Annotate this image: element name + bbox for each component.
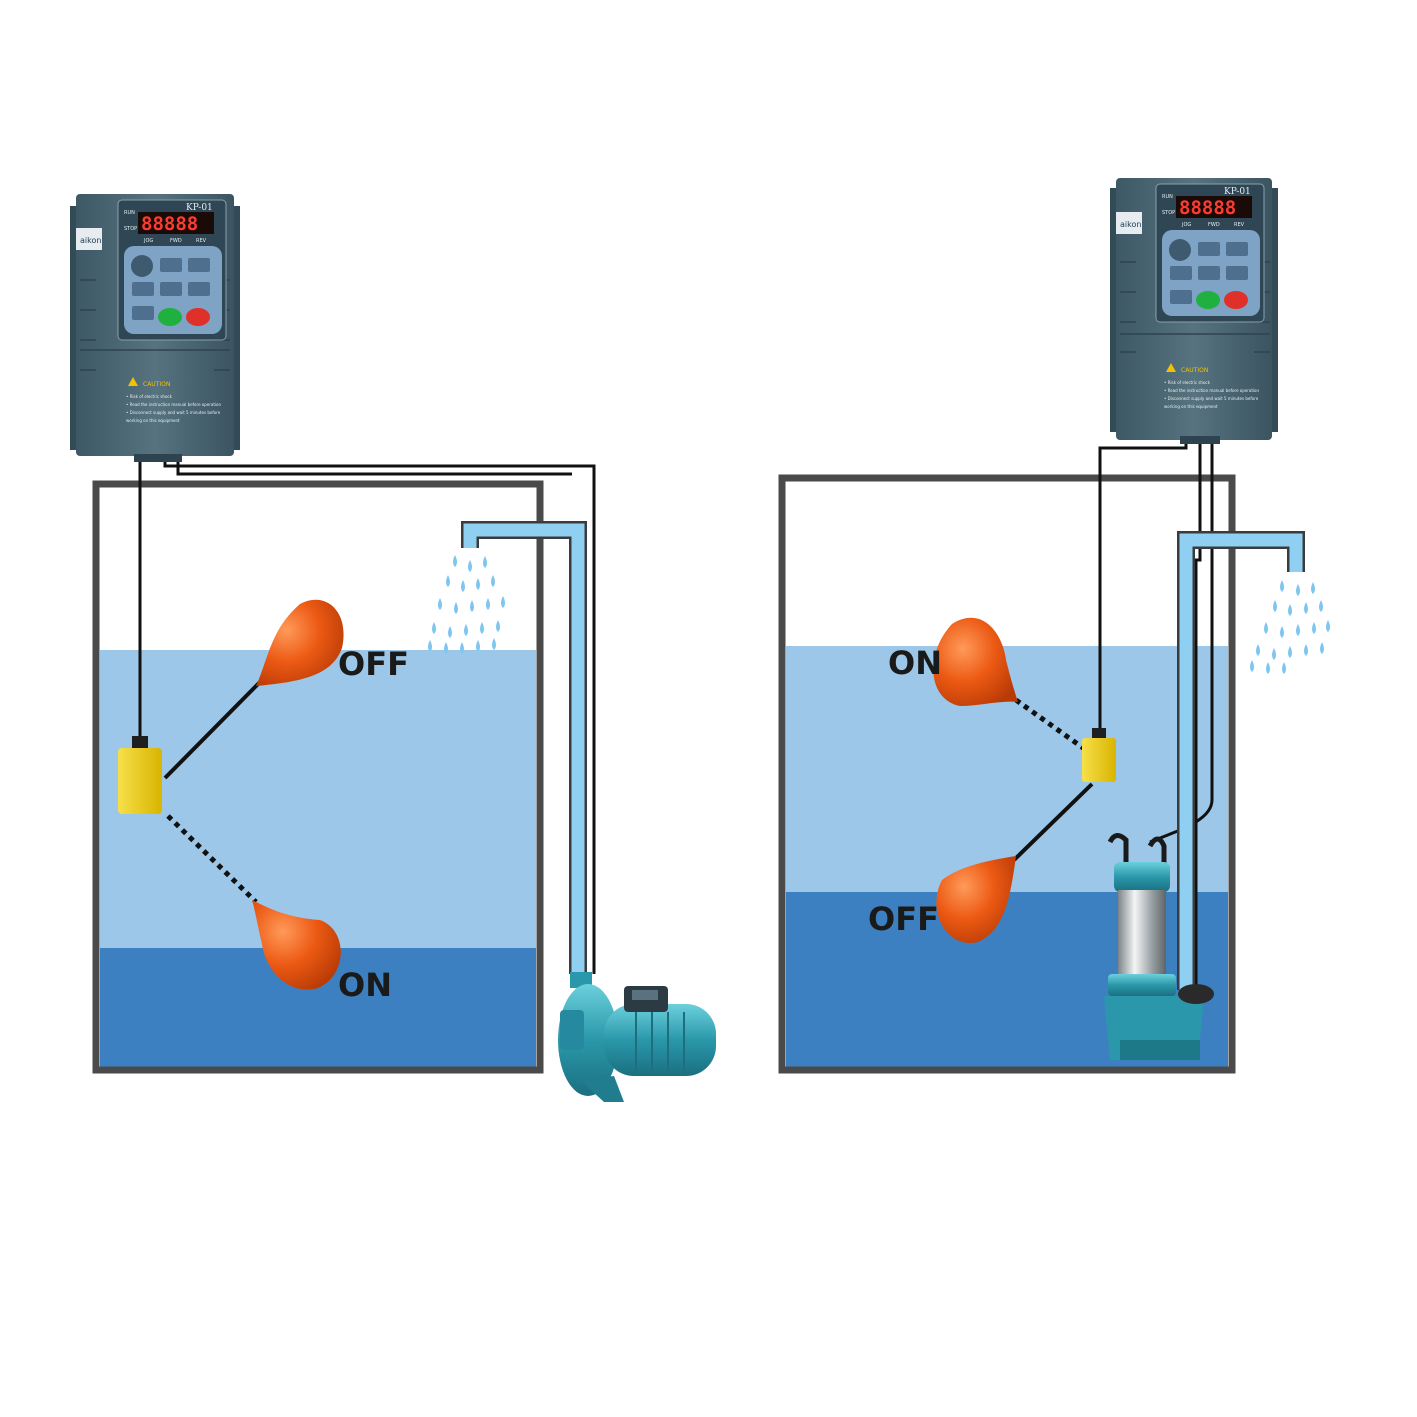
right-vfd-stop-indicator: STOP — [1162, 210, 1175, 216]
left-lower-float-arm — [166, 814, 258, 904]
right-vfd-caution-line-2: • Read the instruction manual before ope… — [1164, 388, 1259, 393]
left-upper-float-arm — [163, 678, 264, 780]
right-vfd-brand: aikon — [1120, 220, 1141, 229]
right-submersible-pump-icon — [1104, 833, 1214, 1060]
left-vfd-stop-indicator: STOP — [124, 226, 137, 232]
right-vfd-display: 88888 — [1179, 197, 1236, 219]
left-lower-float-ball-icon — [252, 900, 341, 990]
right-upper-float-ball-icon — [933, 617, 1018, 706]
left-lower-float-label: ON — [338, 966, 392, 1004]
left-discharge-pipe — [461, 521, 587, 974]
right-lower-float-label: OFF — [868, 900, 939, 938]
left-upper-float-label: OFF — [338, 645, 409, 683]
left-vfd-caution-line-3: • Disconnect supply and wait 5 minutes b… — [126, 410, 221, 415]
left-vfd-model: KP-01 — [186, 203, 213, 213]
right-vfd-run-indicator: RUN — [1162, 194, 1173, 200]
left-vfd-caution-line-2: • Read the instruction manual before ope… — [126, 402, 221, 407]
left-water-upper — [100, 650, 536, 948]
left-vfd-fwd-key: FWD — [170, 238, 182, 244]
left-upper-float-ball-icon — [256, 599, 344, 686]
right-lower-float-arm — [1012, 782, 1094, 862]
left-tank — [92, 480, 544, 1074]
right-float-switch-icon — [1082, 728, 1116, 782]
left-vfd-brand: aikon — [80, 236, 101, 245]
left-vfd-jog-key: JOG — [143, 238, 153, 244]
right-vfd-caution-line-4: working on this equipment — [1164, 404, 1218, 409]
right-vfd-model: KP-01 — [1224, 187, 1251, 197]
left-vfd-caution-line-1: • Risk of electric shock — [126, 394, 173, 399]
right-vfd-rev-key: REV — [1234, 222, 1245, 228]
right-tank — [778, 474, 1236, 1074]
right-vfd-caution-title: CAUTION — [1181, 367, 1208, 374]
right-vfd-jog-key: JOG — [1181, 222, 1191, 228]
right-vfd-fwd-key: FWD — [1208, 222, 1220, 228]
right-upper-float-label: ON — [888, 644, 942, 682]
left-system: OFF ON — [70, 194, 716, 1102]
right-system: ON OFF — [778, 178, 1330, 1074]
right-upper-float-arm — [1014, 697, 1088, 753]
left-centrifugal-pump-icon — [558, 972, 716, 1102]
left-vfd-run-indicator: RUN — [124, 210, 135, 216]
left-vfd-caution-title: CAUTION — [143, 381, 170, 388]
right-water-spray-icon — [1250, 580, 1330, 674]
right-lower-float-ball-icon — [936, 856, 1016, 944]
left-vfd-caution-line-4: working on this equipment — [126, 418, 180, 423]
left-float-switch-icon — [118, 736, 162, 814]
left-vfd-display: 88888 — [141, 213, 198, 235]
right-vfd-controller-icon: aikon KP-01 RUN STOP 88888 JOG FWD REV C… — [1110, 178, 1278, 444]
left-vfd-rev-key: REV — [196, 238, 207, 244]
right-vfd-caution-line-1: • Risk of electric shock — [1164, 380, 1211, 385]
left-water-spray-icon — [428, 555, 505, 654]
left-vfd-controller-icon: aikon KP-01 RUN STOP 88888 JOG FWD REV C… — [70, 194, 240, 462]
right-vfd-caution-line-3: • Disconnect supply and wait 5 minutes b… — [1164, 396, 1259, 401]
right-discharge-pipe — [1177, 531, 1305, 990]
